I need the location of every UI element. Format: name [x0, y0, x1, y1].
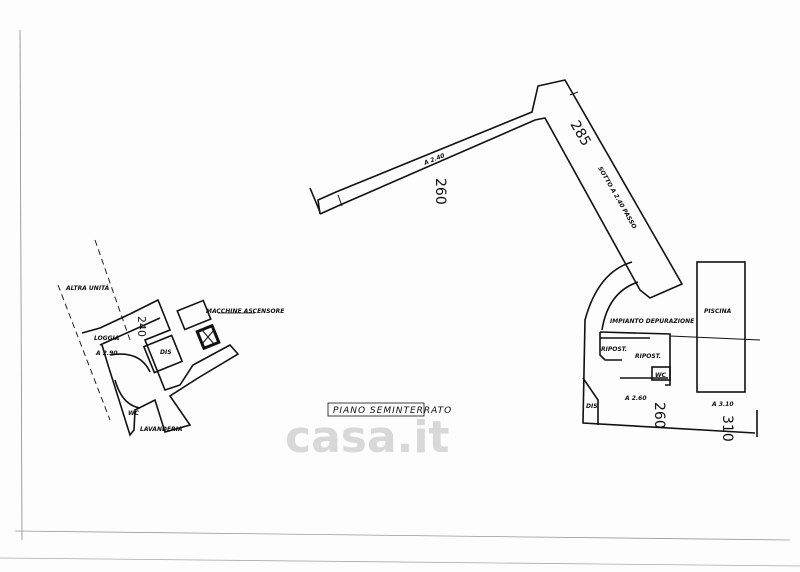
- label-ripost-2: RIPOST.: [635, 353, 661, 360]
- title-box: [327, 402, 425, 417]
- label-loggia-dim: 240: [135, 316, 148, 337]
- left-unit: [57, 239, 255, 437]
- drawing-title: PIANO SEMINTERRATO: [333, 406, 452, 416]
- label-ripost-1: RIPOST.: [601, 346, 627, 353]
- label-wc-left: WC: [128, 410, 140, 417]
- label-right-dim: 260: [651, 402, 667, 429]
- corridor-dim: 260: [432, 178, 448, 205]
- label-right-height: A 2.60: [624, 395, 647, 402]
- label-altra-unita: ALTRA UNITÀ: [65, 285, 110, 292]
- label-piscina-dim: 310: [719, 415, 735, 442]
- label-piscina-height: A 3.10: [711, 401, 734, 408]
- right-unit: [582, 261, 761, 437]
- label-piscina: PISCINA: [704, 308, 732, 315]
- label-dis-left: DIS: [160, 349, 172, 356]
- corridor: [309, 79, 684, 299]
- page-edge-bottom2: [0, 557, 800, 567]
- label-loggia-height: A 2.90: [95, 350, 118, 357]
- label-dis-right: DIS: [586, 403, 598, 410]
- page-edge-bottom: [14, 530, 791, 541]
- label-wc-right: WC: [655, 372, 667, 379]
- page-edge-left: [19, 29, 23, 541]
- label-macchine-ascensore: MACCHINE ASCENSORE: [206, 308, 285, 315]
- label-lavanderia: LAVANDERIA: [140, 426, 183, 433]
- watermark: casa.it: [285, 412, 449, 463]
- label-loggia: LOGGIA: [94, 335, 120, 342]
- label-impianto: IMPIANTO DEPURAZIONE: [610, 318, 695, 325]
